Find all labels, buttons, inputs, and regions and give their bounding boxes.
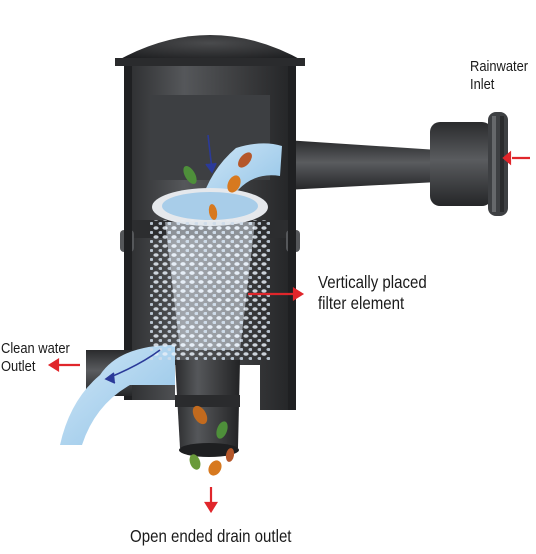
inlet-pipe <box>285 112 508 216</box>
housing-cap <box>115 35 305 62</box>
flow-arrow-icon <box>104 134 217 384</box>
leaf-debris-icon <box>183 152 252 476</box>
drain-pipe <box>175 360 240 457</box>
filter-element <box>165 222 255 350</box>
clean-water-outlet-pipe <box>60 345 175 445</box>
drain-outlet-label: Open ended drain outlet <box>130 526 292 546</box>
red-arrow-icon <box>47 150 530 514</box>
